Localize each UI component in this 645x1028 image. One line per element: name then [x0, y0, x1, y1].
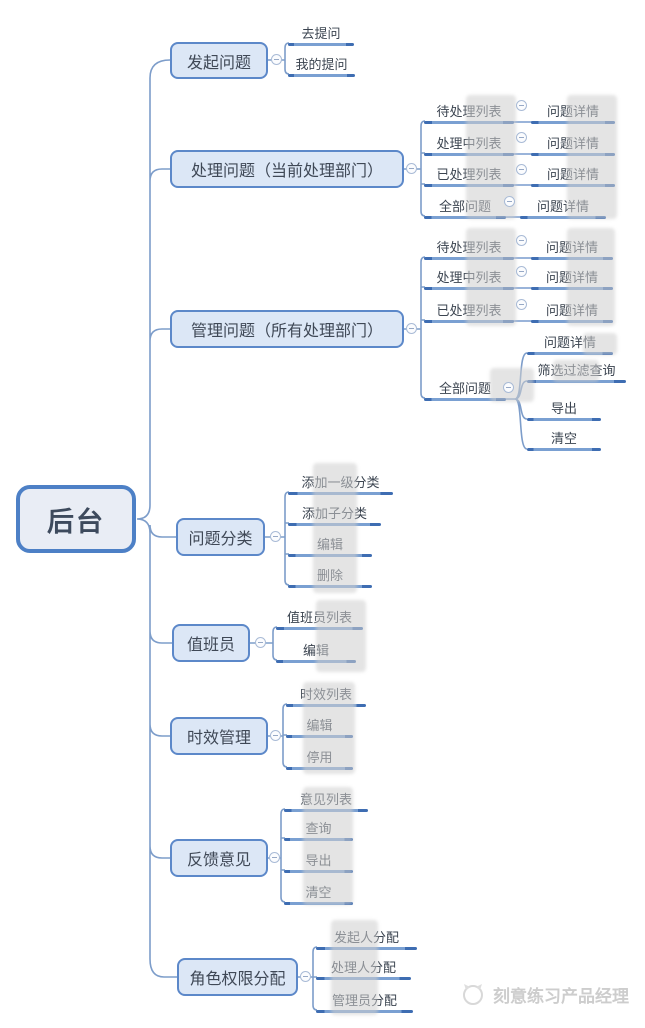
- topic-duty-officer[interactable]: 值班员: [172, 624, 250, 662]
- censor-patch: [567, 228, 615, 326]
- topic-label: 时效管理: [186, 730, 251, 747]
- topic-question-category[interactable]: 问题分类: [176, 518, 265, 556]
- collapse-icon[interactable]: [406, 323, 417, 334]
- watermark-text: 刻意练习产品经理: [493, 986, 629, 1006]
- collapse-icon[interactable]: [300, 971, 311, 982]
- topic-handle-question[interactable]: 处理问题（当前处理部门）: [170, 150, 404, 188]
- watermark: 刻意练习产品经理: [460, 981, 629, 1007]
- collapse-icon[interactable]: [516, 266, 527, 277]
- collapse-icon[interactable]: [516, 164, 527, 175]
- censor-patch: [331, 920, 378, 1015]
- collapse-icon[interactable]: [255, 637, 266, 648]
- censor-patch: [583, 333, 617, 355]
- topic-label: 处理问题（当前处理部门）: [190, 163, 383, 180]
- node-my-questions[interactable]: 我的提问: [288, 57, 355, 77]
- watermark-logo-icon: [463, 984, 483, 1005]
- collapse-icon[interactable]: [516, 235, 527, 246]
- collapse-icon[interactable]: [270, 730, 281, 741]
- node-go-ask[interactable]: 去提问: [288, 26, 354, 46]
- censor-patch: [313, 463, 357, 593]
- topic-label: 角色权限分配: [189, 971, 286, 988]
- root-topic[interactable]: 后台: [16, 485, 136, 553]
- topic-label: 问题分类: [188, 531, 253, 548]
- topic-feedback[interactable]: 反馈意见: [170, 839, 268, 877]
- topic-label: 反馈意见: [186, 852, 251, 869]
- collapse-icon[interactable]: [516, 100, 527, 111]
- censor-patch: [567, 95, 617, 219]
- node-export[interactable]: 导出: [527, 401, 601, 421]
- topic-label: 值班员: [186, 637, 235, 654]
- censor-patch: [316, 600, 366, 672]
- topic-label: 发起问题: [186, 54, 251, 72]
- topic-label: 管理问题（所有处理部门）: [190, 323, 383, 340]
- root-topic-label: 后台: [47, 506, 105, 537]
- topic-role-permission[interactable]: 角色权限分配: [177, 958, 298, 996]
- collapse-icon[interactable]: [503, 382, 514, 393]
- topic-sla-management[interactable]: 时效管理: [170, 717, 268, 755]
- collapse-icon[interactable]: [516, 132, 527, 143]
- censor-patch: [303, 787, 353, 905]
- topic-initiate-question[interactable]: 发起问题: [170, 42, 268, 79]
- collapse-icon[interactable]: [504, 196, 515, 207]
- topic-manage-question[interactable]: 管理问题（所有处理部门）: [170, 310, 404, 348]
- collapse-icon[interactable]: [269, 852, 280, 863]
- collapse-icon[interactable]: [406, 163, 417, 174]
- collapse-icon[interactable]: [271, 54, 282, 65]
- censor-patch: [553, 360, 599, 382]
- node-clear[interactable]: 清空: [527, 431, 601, 451]
- censor-patch: [303, 682, 355, 774]
- node-question-detail[interactable]: 问题详情: [527, 335, 613, 355]
- collapse-icon[interactable]: [516, 299, 527, 310]
- collapse-icon[interactable]: [270, 531, 281, 542]
- censor-patch: [466, 228, 516, 326]
